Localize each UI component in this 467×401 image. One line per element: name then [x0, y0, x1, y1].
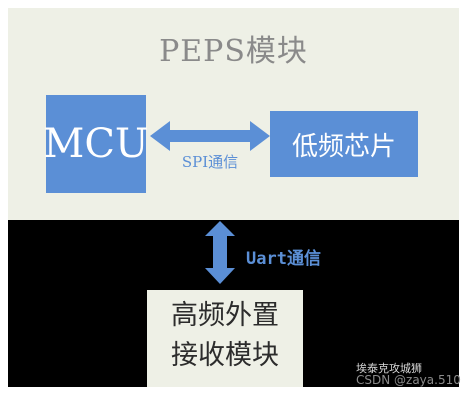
peps-module-panel: PEPS模块 MCU 低频芯片 SPI通信 [8, 8, 459, 220]
diagram-frame: PEPS模块 MCU 低频芯片 SPI通信 Uart通信 高频外置 接收模块 埃… [8, 8, 459, 387]
hf-receiver-line1: 高频外置 [171, 300, 279, 331]
lf-chip-box: 低频芯片 [270, 111, 418, 177]
mcu-label: MCU [43, 121, 149, 167]
hf-receiver-box: 高频外置 接收模块 [147, 290, 303, 387]
peps-module-title: PEPS模块 [159, 34, 308, 69]
spi-link-label: SPI通信 [181, 153, 239, 171]
lf-chip-label: 低频芯片 [291, 131, 396, 162]
uart-link-label: Uart通信 [246, 249, 321, 269]
mcu-box: MCU [43, 95, 149, 193]
spi-double-arrow [150, 121, 270, 151]
csdn-watermark: CSDN @zaya.510 [356, 373, 461, 387]
hf-receiver-line2: 接收模块 [171, 340, 279, 371]
uart-double-arrow [205, 221, 235, 284]
connector-arrows [150, 121, 270, 284]
wechat-watermark: 埃泰克攻城狮 [356, 362, 422, 375]
